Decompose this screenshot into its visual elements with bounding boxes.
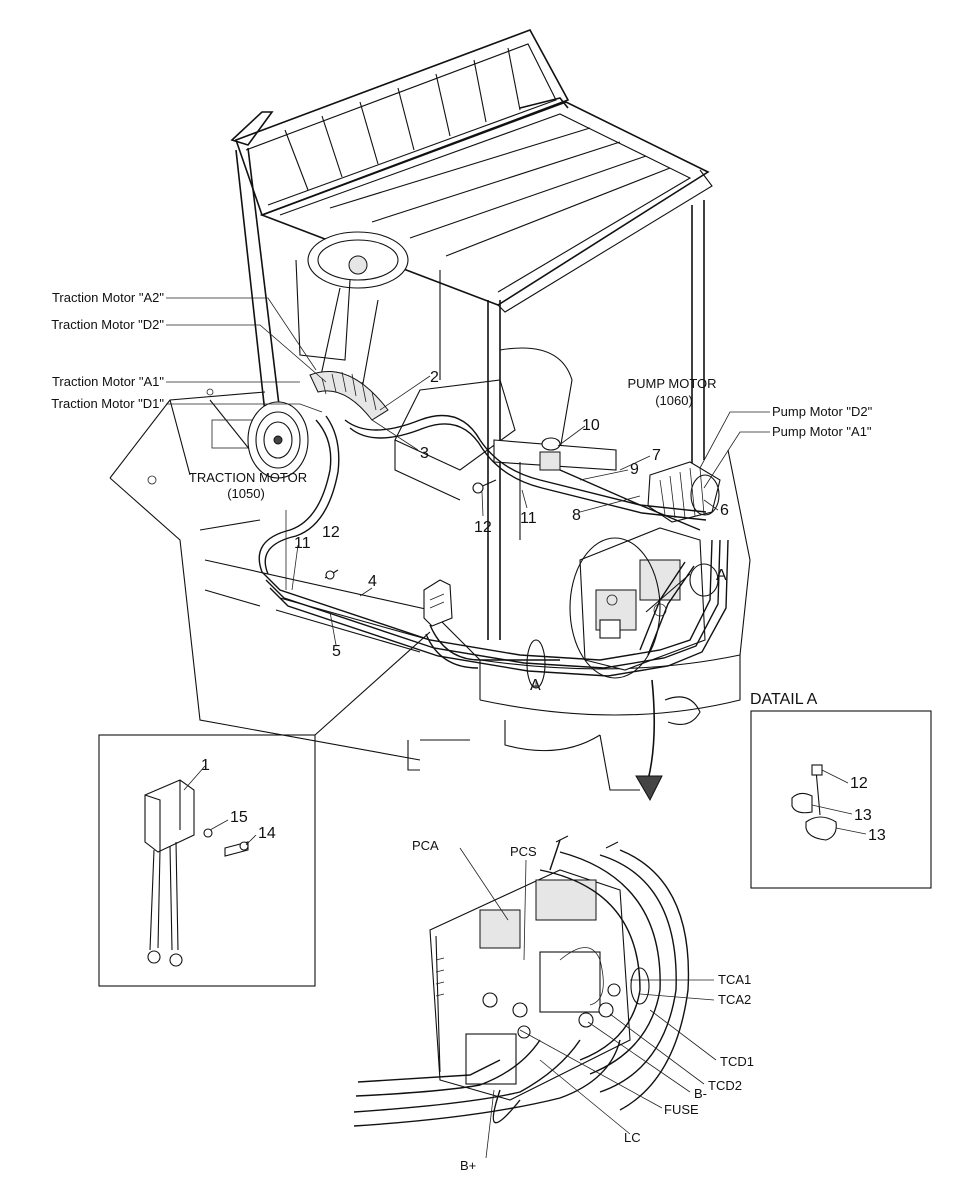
callout-15: 15 — [230, 809, 248, 826]
label-detail-marker-a-left: A — [530, 677, 541, 694]
callout-5: 5 — [332, 643, 341, 660]
callout-13-lower: 13 — [868, 827, 886, 844]
steering-and-seat — [295, 231, 573, 501]
label-fuse: FUSE — [664, 1102, 699, 1117]
controller-panel — [569, 527, 706, 679]
detail-a-box — [750, 710, 932, 889]
label-detail-marker-a-right: A — [716, 567, 727, 584]
connector-detail-box — [98, 631, 431, 987]
callout-8: 8 — [572, 507, 581, 524]
mounting-bracket — [472, 437, 617, 540]
label-pump-motor-a1: Pump Motor "A1" — [772, 424, 872, 439]
label-traction-motor: TRACTION MOTOR — [189, 470, 307, 485]
labels: Traction Motor "A2" Traction Motor "D2" … — [51, 290, 886, 1173]
label-traction-motor-a2: Traction Motor "A2" — [52, 290, 164, 305]
label-pump-motor-code: (1060) — [655, 393, 693, 408]
controller-detail — [353, 835, 690, 1127]
label-traction-motor-a1: Traction Motor "A1" — [52, 374, 164, 389]
callout-12-right: 12 — [474, 519, 492, 536]
callout-14: 14 — [258, 825, 276, 842]
label-lc: LC — [624, 1130, 641, 1145]
label-b-minus: B- — [694, 1086, 707, 1101]
callout-4: 4 — [368, 573, 377, 590]
callout-3: 3 — [420, 445, 429, 462]
callout-7: 7 — [652, 447, 661, 464]
callout-1: 1 — [201, 757, 210, 774]
label-tca2: TCA2 — [718, 992, 751, 1007]
label-traction-motor-d1: Traction Motor "D1" — [51, 396, 164, 411]
callout-12-left: 12 — [322, 524, 340, 541]
label-pump-motor-d2: Pump Motor "D2" — [772, 404, 873, 419]
label-tcd2: TCD2 — [708, 1078, 742, 1093]
callout-10: 10 — [582, 417, 600, 434]
label-detail-a-title: DATAIL A — [750, 691, 818, 708]
callout-2: 2 — [430, 369, 439, 386]
battery-connector — [423, 579, 453, 627]
label-tcd1: TCD1 — [720, 1054, 754, 1069]
callout-13-upper: 13 — [854, 807, 872, 824]
leader-lines — [166, 297, 867, 1159]
cable-harness — [258, 414, 729, 802]
label-b-plus: B+ — [460, 1158, 476, 1173]
callout-11-left: 11 — [294, 535, 311, 552]
traction-motor — [247, 371, 389, 479]
callout-11-right: 11 — [520, 510, 537, 527]
label-traction-motor-d2: Traction Motor "D2" — [51, 317, 164, 332]
label-pcs: PCS — [510, 844, 537, 859]
overhead-guard — [230, 29, 713, 640]
label-traction-motor-code: (1050) — [227, 486, 265, 501]
label-pca: PCA — [412, 838, 439, 853]
label-pump-motor: PUMP MOTOR — [627, 376, 716, 391]
callout-12-detail: 12 — [850, 775, 868, 792]
label-tca1: TCA1 — [718, 972, 751, 987]
callout-9: 9 — [630, 461, 639, 478]
callout-6: 6 — [720, 502, 729, 519]
